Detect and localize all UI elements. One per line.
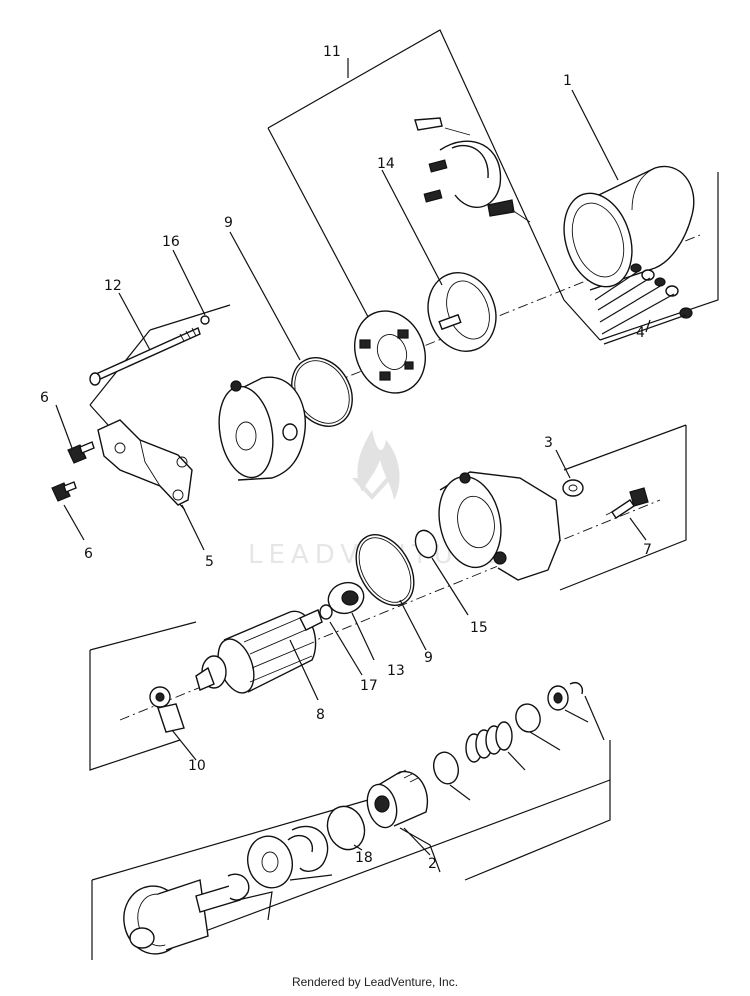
label-part-6-lower: 6 bbox=[84, 546, 93, 562]
front-housing bbox=[438, 471, 561, 581]
end-cover bbox=[218, 376, 306, 481]
label-leader-lines bbox=[55, 89, 651, 856]
label-part-15: 15 bbox=[470, 620, 488, 636]
label-part-5: 5 bbox=[205, 554, 214, 570]
mounting-bracket bbox=[97, 419, 193, 506]
spacer bbox=[432, 751, 460, 785]
callout-labels: 1 2 3 4 5 6 6 7 8 9 9 10 11 12 13 14 15 … bbox=[40, 44, 652, 872]
collar bbox=[515, 703, 541, 733]
brush-plate bbox=[354, 310, 426, 394]
bracket-bolts bbox=[51, 441, 95, 502]
o-ring-small bbox=[414, 529, 438, 559]
armature bbox=[195, 609, 323, 694]
label-part-6-upper: 6 bbox=[40, 390, 49, 406]
label-part-2: 2 bbox=[428, 856, 437, 872]
o-ring-lower bbox=[326, 805, 366, 851]
housing-bolt bbox=[605, 487, 649, 519]
label-part-16: 16 bbox=[162, 234, 180, 250]
brush-kit-bracket bbox=[267, 29, 565, 331]
label-part-1: 1 bbox=[563, 73, 572, 89]
middle-panel-outline bbox=[89, 424, 687, 771]
overrunning-clutch bbox=[366, 769, 428, 829]
label-part-11: 11 bbox=[323, 44, 341, 60]
label-part-12: 12 bbox=[104, 278, 122, 294]
footer-credit: Rendered by LeadVenture, Inc. bbox=[291, 975, 459, 989]
washer bbox=[562, 479, 584, 497]
label-part-13: 13 bbox=[387, 663, 405, 679]
bearing bbox=[327, 581, 365, 615]
label-part-7: 7 bbox=[643, 542, 652, 558]
snap-ring-left bbox=[227, 873, 250, 901]
split-collar bbox=[287, 825, 329, 872]
snap-ring-right bbox=[569, 682, 584, 695]
lower-panel-outline bbox=[91, 740, 611, 960]
through-bolt bbox=[89, 315, 210, 386]
label-part-3: 3 bbox=[544, 435, 553, 451]
spring bbox=[465, 721, 513, 763]
yoke-housing bbox=[563, 165, 695, 291]
stop-ring bbox=[547, 685, 569, 711]
label-part-8: 8 bbox=[316, 707, 325, 723]
label-part-17: 17 bbox=[360, 678, 378, 694]
drive-gear-assembly bbox=[123, 879, 241, 955]
small-ring bbox=[319, 604, 333, 620]
disc-washer bbox=[247, 835, 293, 889]
brush-assembly bbox=[414, 117, 531, 223]
label-part-18: 18 bbox=[355, 850, 373, 866]
label-part-9-upper: 9 bbox=[224, 215, 233, 231]
label-part-4: 4 bbox=[636, 325, 645, 341]
bushing bbox=[149, 686, 185, 733]
label-part-9-lower: 9 bbox=[424, 650, 433, 666]
label-part-10: 10 bbox=[188, 758, 206, 774]
brush-holder-ring bbox=[427, 272, 497, 352]
terminal-hardware bbox=[594, 263, 693, 345]
label-part-14: 14 bbox=[377, 156, 395, 172]
